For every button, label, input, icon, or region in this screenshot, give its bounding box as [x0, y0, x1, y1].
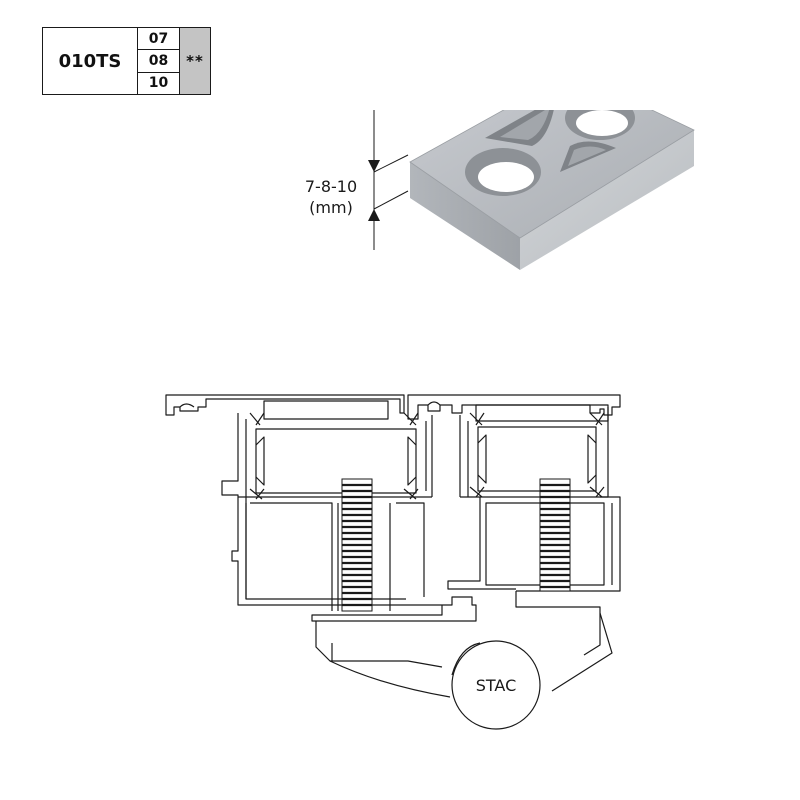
- thickness-option-10: 10: [137, 71, 180, 96]
- threaded-screw-right: [539, 478, 571, 592]
- pad-cutouts: [465, 110, 635, 196]
- arrow-up-icon: [368, 209, 380, 221]
- dimension-lines: [373, 110, 409, 250]
- thickness-value: 7-8-10: [304, 177, 358, 196]
- thickness-option-07: 07: [137, 26, 180, 51]
- product-code-table: 010TS 07 ** 08 10: [42, 26, 211, 96]
- marker-cell: **: [179, 27, 211, 95]
- product-code: 010TS: [42, 27, 138, 95]
- brand-label: STAC: [476, 676, 517, 695]
- threaded-screw-left: [341, 478, 373, 612]
- shim-pad-illustration: [368, 110, 695, 270]
- pad-top-face: [410, 110, 694, 238]
- thickness-option-08: 08: [137, 49, 180, 73]
- pad-front-face: [410, 162, 520, 270]
- thickness-dimension-label: 7-8-10 (mm): [295, 176, 367, 218]
- thickness-unit: (mm): [309, 198, 353, 217]
- pad-side-face: [520, 130, 694, 270]
- arrow-down-icon: [368, 160, 380, 172]
- frame-cross-section-drawing: STAC: [165, 394, 621, 730]
